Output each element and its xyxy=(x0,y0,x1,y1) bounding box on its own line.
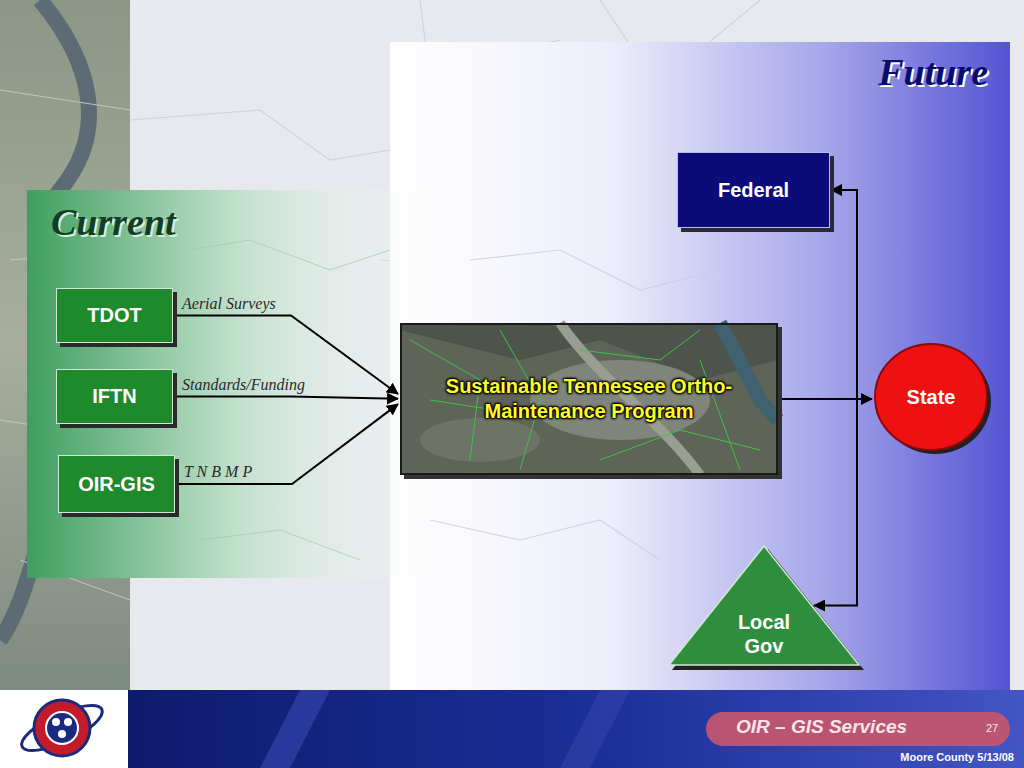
edge-label: T N B M P xyxy=(184,463,252,481)
connector xyxy=(778,399,857,606)
level-triangle: Local Gov xyxy=(668,545,860,666)
agency-box: TDOT xyxy=(56,288,173,343)
footer-label: OIR – GIS Services xyxy=(736,716,907,738)
node-label: OIR-GIS xyxy=(78,473,155,496)
node-label: State xyxy=(907,386,956,409)
edge-label: Standards/Funding xyxy=(182,376,305,394)
agency-box: IFTN xyxy=(56,369,173,424)
page-number: 27 xyxy=(986,722,998,734)
level-box: Federal xyxy=(677,152,830,228)
connector xyxy=(175,404,398,484)
slide-title: Future xyxy=(878,50,988,94)
node-label: Federal xyxy=(718,179,789,202)
connector xyxy=(173,316,398,394)
agency-box: OIR-GIS xyxy=(58,455,175,513)
edge-label: Aerial Surveys xyxy=(182,295,276,313)
node-label: Sustainable Tennessee Ortho-Maintenance … xyxy=(414,374,764,424)
node-label: Local Gov xyxy=(729,610,799,658)
panel-heading: Current xyxy=(51,200,176,244)
level-circle: State xyxy=(873,342,989,452)
connector xyxy=(173,397,398,399)
node-label: TDOT xyxy=(87,304,141,327)
program-box: Sustainable Tennessee Ortho-Maintenance … xyxy=(400,323,778,475)
footer-note: Moore County 5/13/08 xyxy=(900,751,1014,763)
node-label: IFTN xyxy=(92,385,136,408)
